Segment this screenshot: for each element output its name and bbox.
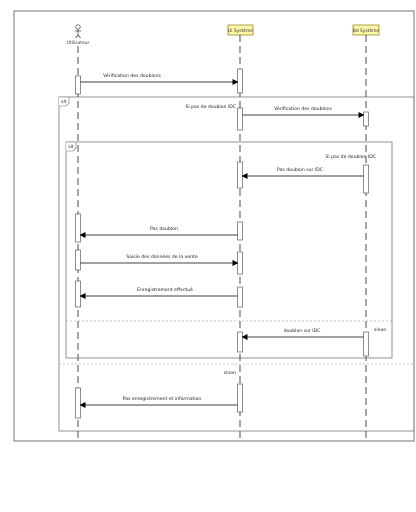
activation-db-2 (363, 164, 369, 194)
activation-user-1 (75, 75, 81, 95)
message-6-label: Enregistrement effectué (137, 286, 193, 293)
fragment-outer-else: sinon (224, 370, 236, 376)
message-1: Vérification des doublons (80, 72, 239, 85)
activation-sys-5 (237, 251, 243, 275)
activation-sys-7 (237, 331, 243, 353)
message-7-label: doublon sur IDC (284, 328, 321, 334)
message-8: Pas enregistrement et information (79, 396, 238, 408)
activation-user-5 (75, 387, 81, 419)
message-2: Vérification des doublons (242, 105, 365, 118)
message-1-label: Vérification des doublons (103, 72, 161, 79)
message-5: Saisie des données de la vente (80, 253, 239, 266)
sys-label: Ui Système (228, 27, 253, 34)
activation-sys-3 (237, 161, 243, 189)
lifeline-head-db: Bd Système (352, 24, 380, 36)
message-4-label: Pas doublon (150, 226, 178, 232)
fragment-inner-else: sinon (374, 327, 386, 333)
message-5-label: Saisie des données de la vente (126, 253, 198, 260)
activation-sys-2 (237, 107, 243, 131)
message-3-label: Pas doublon sur IDC (277, 167, 323, 173)
message-6: Enregistrement effectué (79, 286, 238, 299)
message-3: Pas doublon sur IDC (241, 167, 364, 179)
fragment-outer: alt Si pas de doublon IDC sinon (58, 96, 415, 432)
message-7: doublon sur IDC (241, 328, 364, 340)
db-label: Bd Système (353, 27, 380, 34)
fragment-inner-tag: alt (68, 144, 74, 150)
message-8-label: Pas enregistrement et information (123, 396, 202, 402)
fragment-outer-guard: Si pas de doublon IDC (185, 104, 236, 110)
diagram-frame (13, 10, 415, 442)
activation-sys-8 (237, 383, 243, 413)
activation-user-4 (75, 280, 81, 308)
actor-user-label: Utilisateur (67, 40, 90, 46)
activation-sys-6 (237, 286, 243, 308)
activation-user-2 (75, 213, 81, 243)
activation-db-3 (363, 331, 369, 357)
actor-user: Utilisateur (67, 24, 90, 46)
activation-sys-4 (237, 221, 243, 241)
fragment-inner: alt Si pas de doublon IDC sinon (65, 141, 393, 359)
lifeline-head-sys: Ui Système (227, 24, 254, 36)
activation-sys-1 (237, 68, 243, 94)
fragment-outer-tag: alt (61, 99, 67, 105)
activation-db-1 (363, 111, 369, 127)
fragment-inner-guard: Si pas de doublon IDC (325, 154, 376, 160)
message-2-label: Vérification des doublons (274, 105, 332, 112)
message-4: Pas doublon (79, 226, 238, 238)
activation-user-3 (75, 249, 81, 271)
